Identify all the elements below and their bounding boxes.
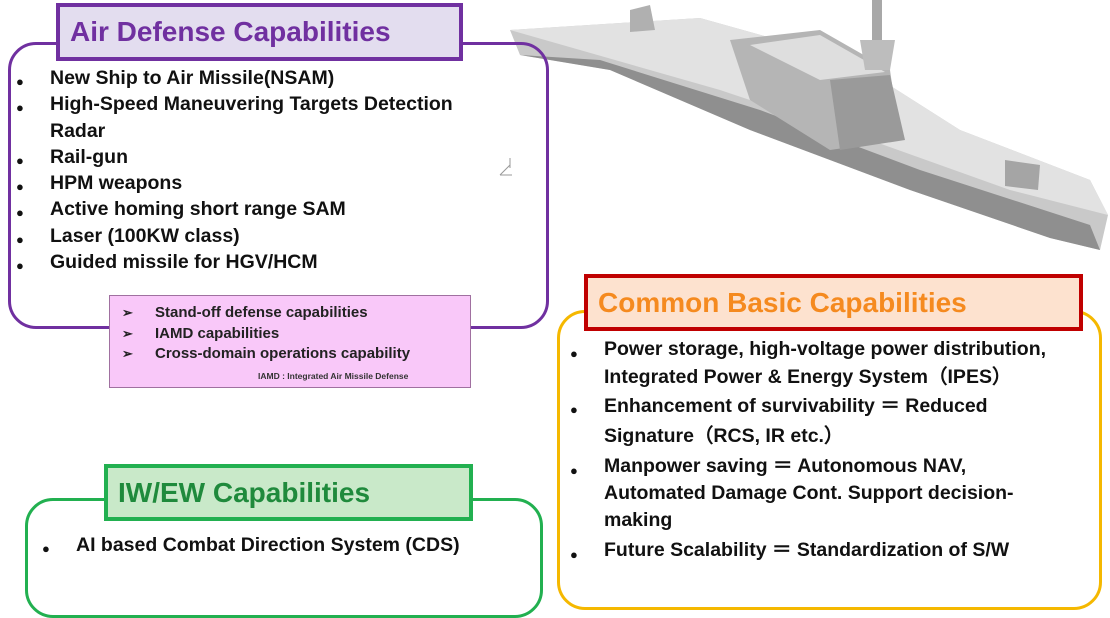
summary-item: IAMD capabilities — [122, 324, 467, 345]
list-item: AI based Combat Direction System (CDS) — [42, 532, 542, 562]
list-item: High-Speed Maneuvering Targets Detection… — [16, 91, 510, 144]
common-basic-title-text: Common Basic Capabilities — [598, 286, 967, 318]
iw-ew-list: AI based Combat Direction System (CDS) — [42, 532, 542, 562]
air-defense-summary-box: Stand-off defense capabilities IAMD capa… — [109, 295, 471, 388]
list-item: Power storage, high-voltage power distri… — [570, 336, 1100, 391]
list-item: Laser (100KW class) — [16, 223, 516, 254]
air-defense-list: New Ship to Air Missile(NSAM) High-Speed… — [16, 65, 516, 280]
common-basic-title: Common Basic Capabilities — [584, 274, 1083, 331]
summary-list: Stand-off defense capabilities IAMD capa… — [122, 303, 467, 365]
ship-illustration — [499, 0, 1108, 250]
list-item: New Ship to Air Missile(NSAM) — [16, 65, 516, 96]
iw-ew-title: IW/EW Capabilities — [104, 464, 473, 521]
list-item: Guided missile for HGV/HCM — [16, 249, 516, 280]
iamd-footnote: IAMD : Integrated Air Missile Defense — [258, 371, 409, 381]
list-item: Active homing short range SAM — [16, 196, 516, 227]
summary-item: Cross-domain operations capability — [122, 344, 467, 365]
common-basic-list: Power storage, high-voltage power distri… — [570, 336, 1100, 569]
air-defense-title: Air Defense Capabilities — [56, 3, 463, 61]
air-defense-title-text: Air Defense Capabilities — [70, 16, 391, 47]
list-item: Rail-gun — [16, 144, 516, 175]
list-item: Future Scalability ＝ Standardization of … — [570, 536, 1100, 569]
iw-ew-title-text: IW/EW Capabilities — [118, 476, 371, 508]
list-item: Enhancement of survivability ＝ Reduced S… — [570, 391, 1044, 451]
list-item: Manpower saving ＝ Autonomous NAV, Automa… — [570, 453, 1064, 534]
list-item: HPM weapons — [16, 170, 516, 201]
summary-item: Stand-off defense capabilities — [122, 303, 467, 324]
